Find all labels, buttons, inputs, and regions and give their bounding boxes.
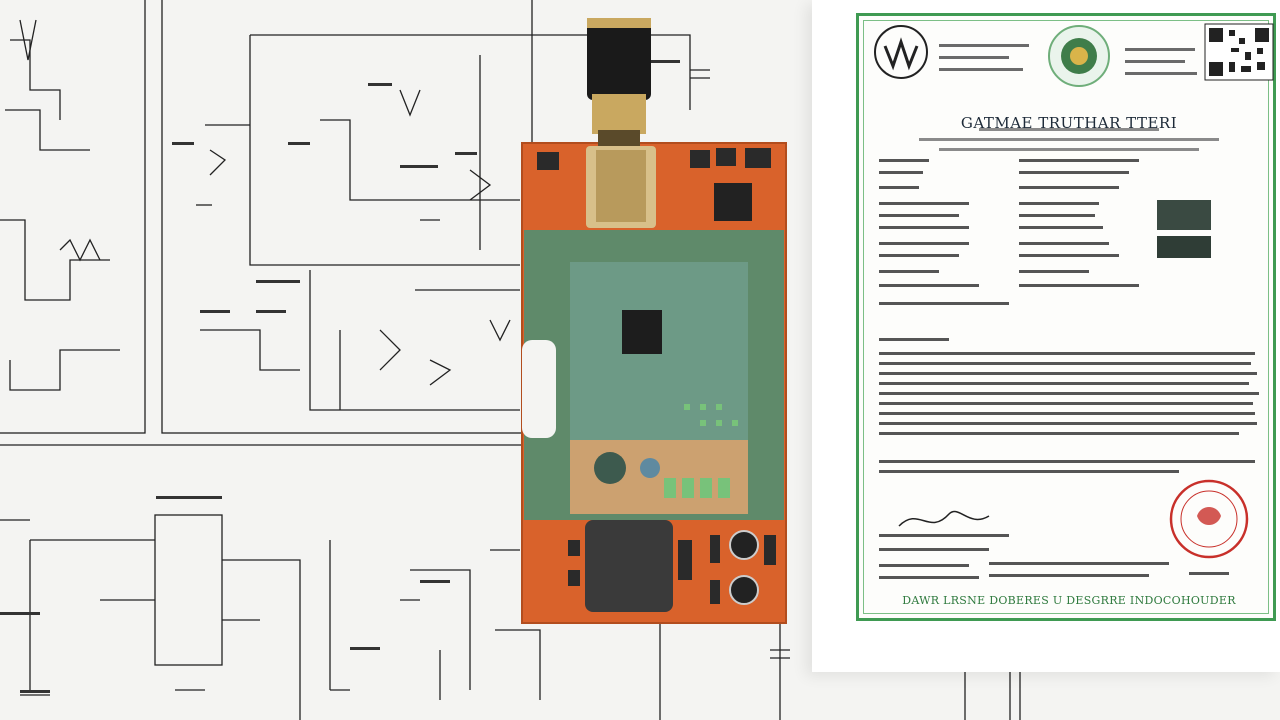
- certificate-title: GATMAE TRUTHAR TTERI: [960, 114, 1178, 132]
- hologram-seal-icon: [1157, 200, 1211, 230]
- certificate-graphics: [874, 23, 1274, 579]
- logo-icon: [874, 25, 928, 79]
- signature-icon: [898, 510, 990, 527]
- certificate-inner-border: [863, 20, 1269, 614]
- qr-code-icon: [1204, 23, 1274, 81]
- hologram-seal-icon: [1157, 236, 1211, 258]
- certificate-footer: DAWR LRSNE DOBERES U DESGRRE INDOCOHOUDE…: [902, 594, 1236, 607]
- certificate-document: GATMAE TRUTHAR TTERI DAWR LRSNE DOBERES …: [856, 13, 1276, 621]
- emblem-icon: [1048, 25, 1110, 87]
- red-stamp-icon: [1169, 479, 1249, 559]
